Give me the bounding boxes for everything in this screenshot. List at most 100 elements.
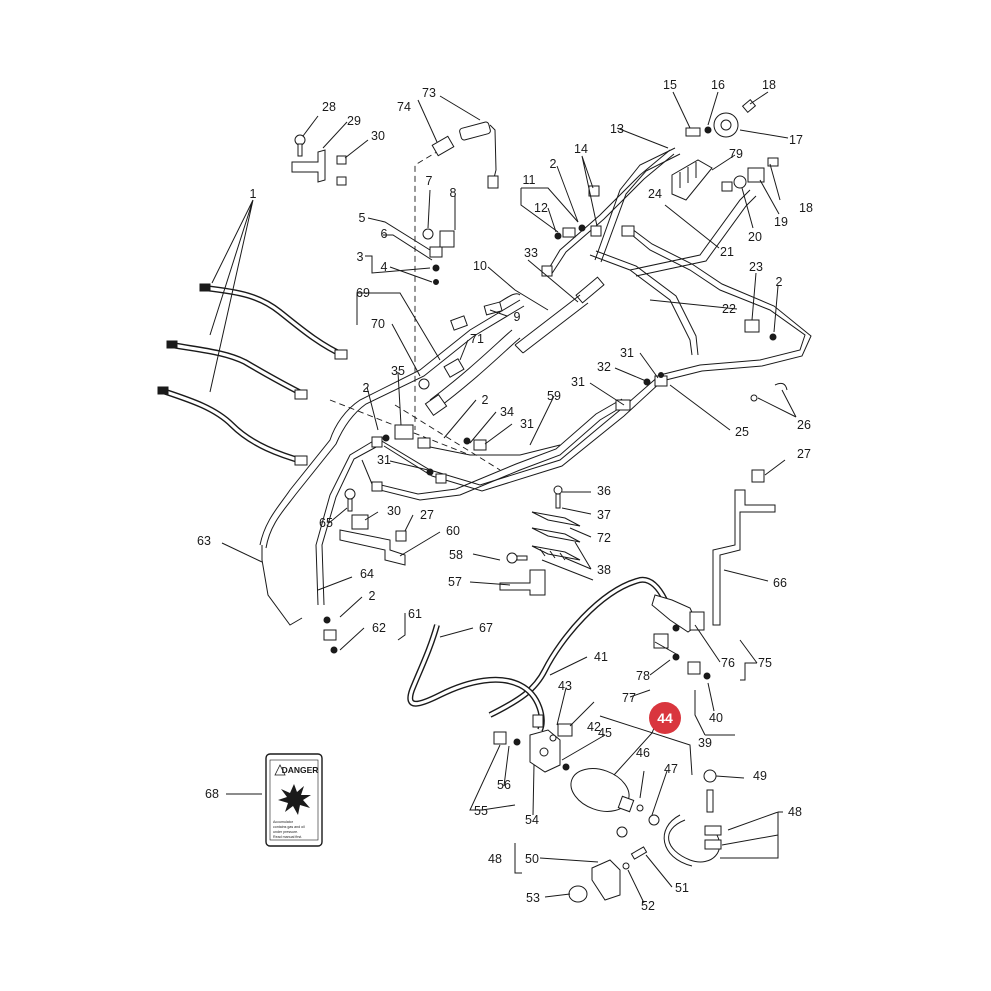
callout-79: 79	[729, 147, 743, 161]
callout-52: 52	[641, 899, 655, 913]
danger-line-1: Accumulator	[273, 820, 294, 824]
callout-14: 14	[574, 142, 588, 156]
callout-63: 63	[197, 534, 211, 548]
callout-72: 72	[597, 531, 611, 545]
callout-19: 19	[774, 215, 788, 229]
callout-15: 15	[663, 78, 677, 92]
callout-65: 65	[319, 516, 333, 530]
leader-lines	[209, 91, 797, 904]
callout-20: 20	[748, 230, 762, 244]
callout-70: 70	[371, 317, 385, 331]
callout-47: 47	[664, 762, 678, 776]
callout-2: 2	[482, 393, 489, 407]
warning-triangle-icon	[274, 764, 286, 776]
callout-75: 75	[758, 656, 772, 670]
callout-43: 43	[558, 679, 572, 693]
callout-22: 22	[722, 302, 736, 316]
callout-26: 26	[797, 418, 811, 432]
callout-27: 27	[797, 447, 811, 461]
callout-30: 30	[387, 504, 401, 518]
callout-73: 73	[422, 86, 436, 100]
callout-37: 37	[597, 508, 611, 522]
danger-title: DANGER	[282, 765, 319, 775]
callout-57: 57	[448, 575, 462, 589]
callout-31: 31	[520, 417, 534, 431]
callout-1: 1	[250, 187, 257, 201]
callout-64: 64	[360, 567, 374, 581]
callout-51: 51	[675, 881, 689, 895]
callout-45: 45	[598, 726, 612, 740]
callout-25: 25	[735, 425, 749, 439]
callout-39: 39	[698, 736, 712, 750]
callout-27: 27	[420, 508, 434, 522]
hydraulic-lines	[157, 147, 812, 732]
highlight-badge-label: 44	[657, 710, 673, 726]
callout-12: 12	[534, 201, 548, 215]
callout-4: 4	[381, 260, 388, 274]
callout-59: 59	[547, 389, 561, 403]
callout-16: 16	[711, 78, 725, 92]
callout-5: 5	[359, 211, 366, 225]
callout-50: 50	[525, 852, 539, 866]
callout-41: 41	[594, 650, 608, 664]
callout-18: 18	[799, 201, 813, 215]
callout-49: 49	[753, 769, 767, 783]
callout-36: 36	[597, 484, 611, 498]
callout-3: 3	[357, 250, 364, 264]
callout-62: 62	[372, 621, 386, 635]
callout-31: 31	[571, 375, 585, 389]
callout-31: 31	[377, 453, 391, 467]
callout-69: 69	[356, 286, 370, 300]
fittings-and-parts	[291, 99, 788, 903]
explosion-icon	[278, 784, 311, 815]
callout-13: 13	[610, 122, 624, 136]
callout-11: 11	[523, 173, 536, 187]
callout-7: 7	[426, 174, 433, 188]
callout-28: 28	[322, 100, 336, 114]
callout-21: 21	[720, 245, 734, 259]
callout-2: 2	[550, 157, 557, 171]
callout-76: 76	[721, 656, 735, 670]
callout-48: 48	[488, 852, 502, 866]
callout-30: 30	[371, 129, 385, 143]
callout-61: 61	[408, 607, 422, 621]
callout-35: 35	[391, 364, 405, 378]
highlight-badge[interactable]	[649, 702, 681, 734]
callout-77: 77	[622, 691, 636, 705]
callout-53: 53	[526, 891, 540, 905]
callout-66: 66	[773, 576, 787, 590]
callout-31: 31	[620, 346, 634, 360]
callout-23: 23	[749, 260, 763, 274]
callout-10: 10	[473, 259, 487, 273]
callout-74: 74	[397, 100, 411, 114]
callout-60: 60	[446, 524, 460, 538]
callout-38: 38	[597, 563, 611, 577]
callout-2: 2	[363, 381, 370, 395]
callout-8: 8	[450, 186, 457, 200]
callout-6: 6	[381, 227, 388, 241]
highlighted-callout-44[interactable]: 44	[649, 702, 681, 734]
danger-line-4: Read manual first.	[273, 835, 302, 839]
callout-40: 40	[709, 711, 723, 725]
callout-33: 33	[524, 246, 538, 260]
callout-18: 18	[762, 78, 776, 92]
callout-48: 48	[788, 805, 802, 819]
callout-55: 55	[474, 804, 488, 818]
callout-71: 71	[470, 332, 484, 346]
callout-17: 17	[789, 133, 803, 147]
callout-78: 78	[636, 669, 650, 683]
callout-29: 29	[347, 114, 361, 128]
callout-58: 58	[449, 548, 463, 562]
callout-2: 2	[369, 589, 376, 603]
danger-line-3: under pressure.	[273, 830, 298, 834]
callout-42: 42	[587, 720, 601, 734]
callout-34: 34	[500, 405, 514, 419]
callout-67: 67	[479, 621, 493, 635]
danger-decal: DANGER Accumulator contains gas and oil …	[265, 753, 323, 847]
callout-54: 54	[525, 813, 539, 827]
callout-46: 46	[636, 746, 650, 760]
callout-labels: 1 2 2 2 2 2 3 4 5 6 7 8 9 10 11 12 13 14…	[197, 78, 813, 913]
callout-9: 9	[514, 310, 521, 324]
